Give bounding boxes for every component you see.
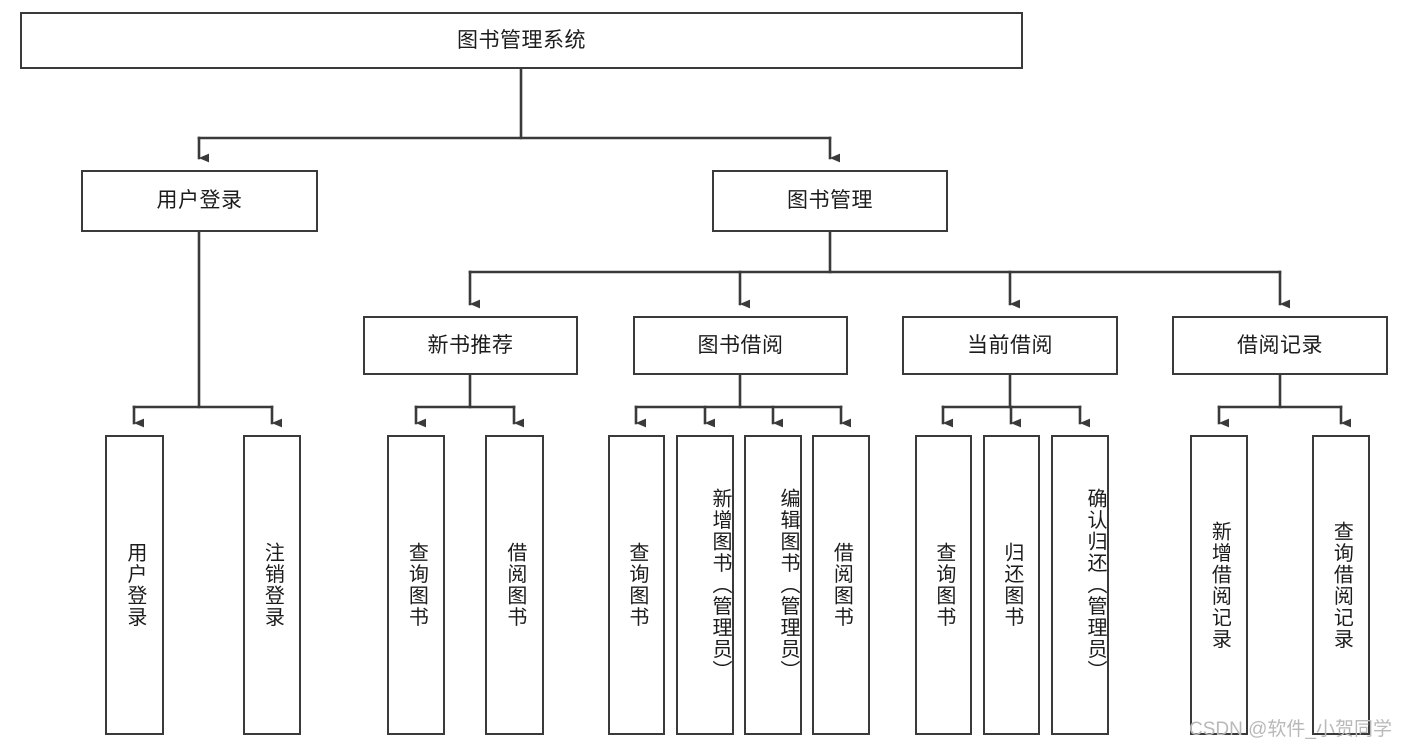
edge-group-root <box>197 67 841 163</box>
edge-group-book-management <box>468 230 1291 309</box>
node-leaf-query-book-1[interactable]: 查询图书 <box>387 435 445 735</box>
node-leaf-return-book[interactable]: 归还图书 <box>983 435 1040 735</box>
node-leaf-add-book[interactable]: 新增图书（管理员） <box>676 435 734 735</box>
node-new-book-recommend-label: 新书推荐 <box>427 333 514 357</box>
edge-group-borrow-record <box>1217 373 1352 428</box>
edge-group-current-borrow <box>941 373 1091 428</box>
node-leaf-add-record-label: 新增借阅记录 <box>1208 520 1231 650</box>
node-leaf-query-book-1-label: 查询图书 <box>405 542 428 628</box>
node-new-book-recommend[interactable]: 新书推荐 <box>363 316 578 375</box>
node-leaf-user-login[interactable]: 用户登录 <box>105 435 164 735</box>
node-leaf-borrow-book-2-label: 借阅图书 <box>830 542 853 628</box>
node-leaf-confirm-return[interactable]: 确认归还（管理员） <box>1051 435 1109 735</box>
node-leaf-logout[interactable]: 注销登录 <box>243 435 301 735</box>
node-leaf-query-record[interactable]: 查询借阅记录 <box>1312 435 1370 735</box>
node-leaf-confirm-return-label: 确认归还（管理员） <box>1084 488 1106 682</box>
node-leaf-query-book-3-label: 查询图书 <box>932 542 955 628</box>
node-book-borrow[interactable]: 图书借阅 <box>633 316 848 375</box>
node-leaf-return-book-label: 归还图书 <box>1000 542 1023 628</box>
node-leaf-edit-book-label: 编辑图书（管理员） <box>777 488 799 682</box>
node-leaf-query-book-3[interactable]: 查询图书 <box>915 435 972 735</box>
node-leaf-borrow-book-2[interactable]: 借阅图书 <box>812 435 870 735</box>
node-root-label: 图书管理系统 <box>457 28 586 52</box>
node-leaf-query-book-2-label: 查询图书 <box>625 542 648 628</box>
node-borrow-record-label: 借阅记录 <box>1237 333 1323 357</box>
csdn-watermark: CSDN @软件_小贺同学 <box>1189 719 1392 740</box>
node-leaf-query-record-label: 查询借阅记录 <box>1330 520 1353 650</box>
node-book-management[interactable]: 图书管理 <box>712 170 948 232</box>
node-book-borrow-label: 图书借阅 <box>697 333 784 357</box>
node-borrow-record[interactable]: 借阅记录 <box>1172 316 1388 375</box>
node-leaf-add-book-label: 新增图书（管理员） <box>709 488 731 682</box>
node-current-borrow-label: 当前借阅 <box>967 333 1053 357</box>
node-leaf-borrow-book-1[interactable]: 借阅图书 <box>485 435 544 735</box>
node-leaf-edit-book[interactable]: 编辑图书（管理员） <box>744 435 802 735</box>
edge-group-book-borrow <box>634 373 852 428</box>
node-leaf-query-book-2[interactable]: 查询图书 <box>608 435 665 735</box>
node-user-login-label: 用户登录 <box>156 189 243 213</box>
edge-group-new-book-recommend <box>414 373 525 428</box>
node-root[interactable]: 图书管理系统 <box>20 12 1023 69</box>
node-user-login[interactable]: 用户登录 <box>81 170 318 232</box>
node-leaf-add-record[interactable]: 新增借阅记录 <box>1190 435 1248 735</box>
node-book-management-label: 图书管理 <box>787 189 873 213</box>
node-current-borrow[interactable]: 当前借阅 <box>902 316 1118 375</box>
node-leaf-borrow-book-1-label: 借阅图书 <box>503 542 526 628</box>
node-leaf-user-login-label: 用户登录 <box>123 542 146 628</box>
node-leaf-logout-label: 注销登录 <box>261 542 284 628</box>
edge-group-user-login <box>132 230 283 428</box>
